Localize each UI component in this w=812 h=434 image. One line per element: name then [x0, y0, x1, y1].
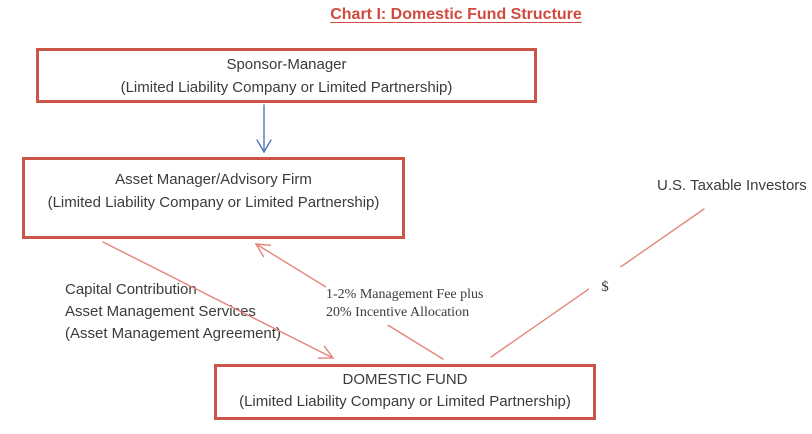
asset-management-services-line: Asset Management Services [65, 303, 256, 320]
asset-management-agreement-line: (Asset Management Agreement) [65, 325, 281, 342]
incentive-allocation-line: 20% Incentive Allocation [326, 305, 470, 320]
sponsor-manager-entity-type: (Limited Liability Company or Limited Pa… [120, 79, 453, 96]
us-taxable-investors-label: U.S. Taxable Investors [657, 177, 807, 194]
domestic-fund-entity-type: (Limited Liability Company or Limited Pa… [239, 393, 571, 410]
management-fee-line: 1-2% Management Fee plus [326, 287, 484, 302]
asset-manager-name: Asset Manager/Advisory Firm [115, 171, 312, 188]
dollar-sign-label: $ [589, 267, 621, 303]
arrow-sponsor-to-asset-manager [256, 104, 272, 154]
sponsor-manager-name: Sponsor-Manager [226, 56, 347, 73]
domestic-fund-name: DOMESTIC FUND [342, 371, 468, 388]
domestic-fund-box: DOMESTIC FUND (Limited Liability Company… [214, 364, 596, 420]
chart-title: Chart I: Domestic Fund Structure [330, 6, 582, 23]
asset-manager-box: Asset Manager/Advisory Firm (Limited Lia… [22, 157, 405, 239]
capital-contribution-label: Capital Contribution Asset Management Se… [65, 279, 281, 345]
asset-manager-entity-type: (Limited Liability Company or Limited Pa… [47, 194, 380, 211]
sponsor-manager-box: Sponsor-Manager (Limited Liability Compa… [36, 48, 537, 103]
capital-contribution-line: Capital Contribution [65, 281, 197, 298]
management-fee-label: 1-2% Management Fee plus 20% Incentive A… [326, 285, 487, 325]
